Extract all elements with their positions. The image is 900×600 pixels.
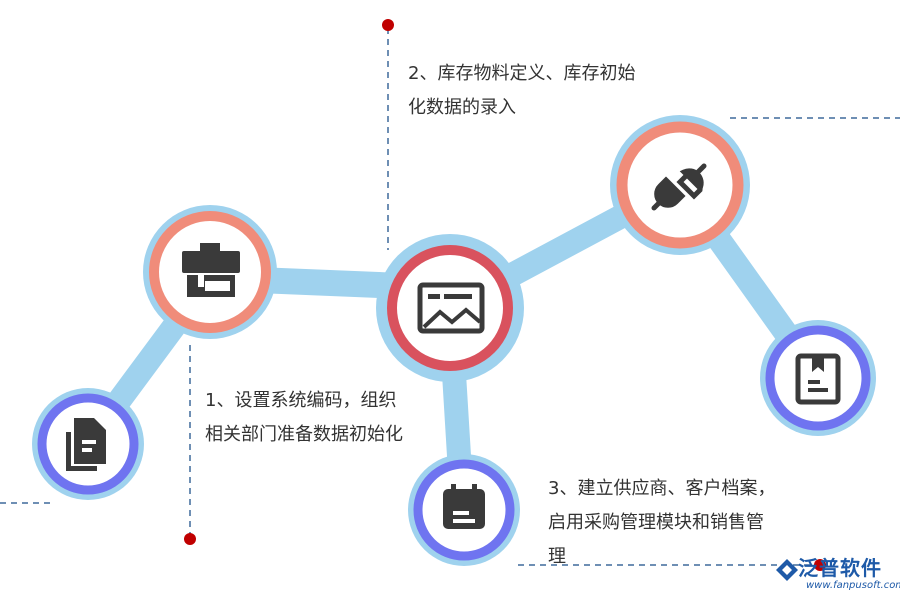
node-plug [610, 115, 750, 255]
brand-url: www.fanpusoft.com [806, 580, 900, 591]
brand-logo-icon [776, 559, 798, 581]
step-3-line-2: 启用采购管理模块和销售管 [548, 512, 764, 533]
briefcase-icon [182, 243, 240, 297]
step-3-line-1: 3、建立供应商、客户档案， [548, 478, 776, 499]
step-2-line-2: 化数据的录入 [408, 97, 516, 118]
step-1-line-2: 相关部门准备数据初始化 [205, 424, 403, 445]
guide-lines [0, 28, 900, 566]
step-label-1: 1、设置系统编码，组织 相关部门准备数据初始化 [205, 384, 403, 452]
marker-dot-bottom-left [184, 533, 196, 545]
image-icon [417, 282, 485, 334]
node-bookmark [760, 320, 876, 436]
brand-name: 泛普软件 [798, 556, 882, 580]
step-1-line-1: 1、设置系统编码，组织 [205, 390, 397, 411]
step-label-2: 2、库存物料定义、库存初始 化数据的录入 [408, 57, 635, 125]
marker-dot-bottom-right [814, 559, 826, 571]
step-label-3: 3、建立供应商、客户档案， 启用采购管理模块和销售管 理 [548, 472, 775, 574]
plug-icon [651, 163, 707, 211]
calendar-icon [443, 484, 485, 529]
documents-icon [66, 418, 106, 471]
bookmark-icon [795, 353, 841, 405]
step-3-line-3: 理 [548, 546, 566, 567]
step-2-line-1: 2、库存物料定义、库存初始 [408, 63, 636, 84]
brand-watermark: 泛普软件 www.fanpusoft.com [770, 552, 900, 598]
node-calendar [408, 454, 520, 566]
node-documents [32, 388, 144, 500]
node-briefcase [143, 205, 277, 339]
node-image [376, 234, 524, 382]
marker-dot-top [382, 19, 394, 31]
